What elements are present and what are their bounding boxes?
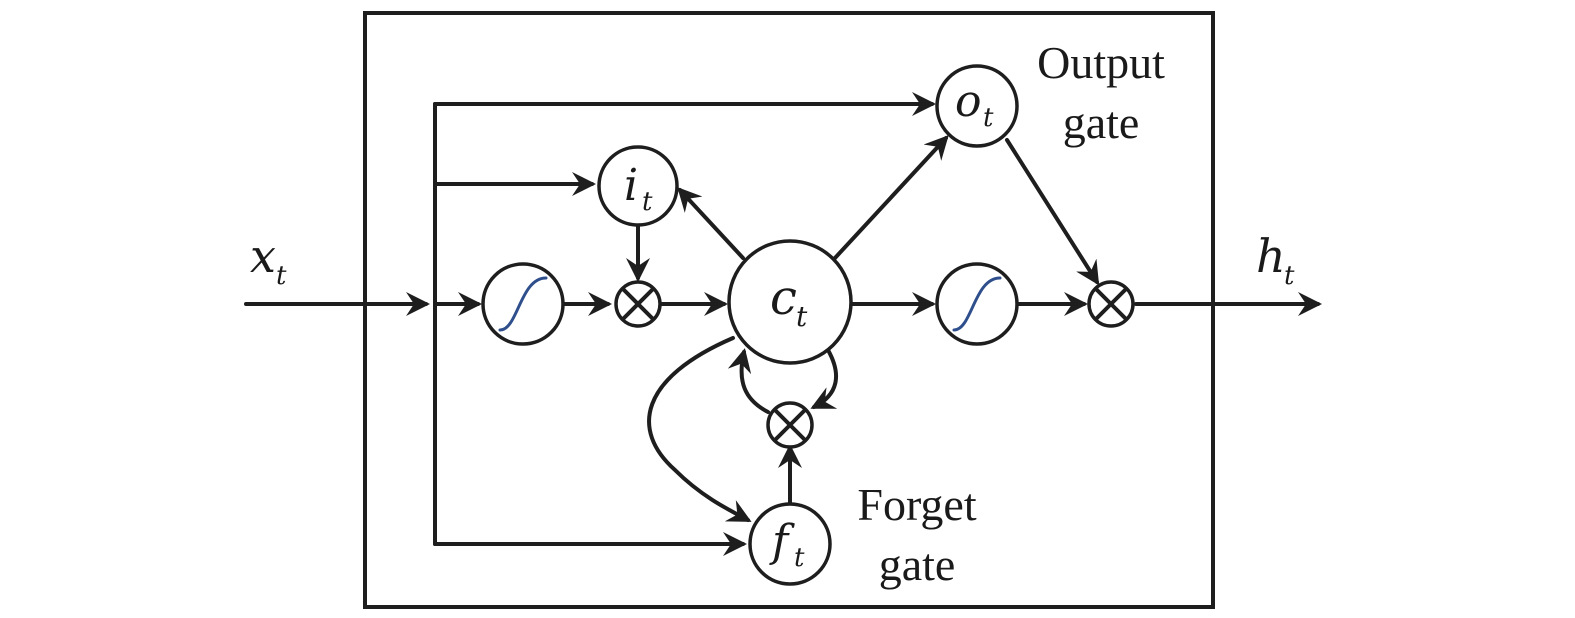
- forget-gate-node: f t: [748, 502, 832, 586]
- cell-state-subscript: t: [796, 300, 808, 333]
- cell-to-output-gate-arrow: [833, 135, 949, 260]
- sigmoid-curve-icon: [498, 276, 548, 332]
- output-gate-subscript: t: [983, 103, 994, 133]
- forget-multiply-to-cell-arrow: [727, 348, 770, 414]
- forget-gate-subscript: t: [794, 543, 805, 573]
- output-gate-label-line1: Output: [1037, 37, 1165, 88]
- input-symbol: x: [250, 229, 276, 283]
- cell-to-forget-gate-arrow: [647, 336, 752, 522]
- cell-to-input-gate-arrow: [677, 187, 745, 260]
- output-symbol: h: [1256, 229, 1286, 283]
- output-tanh-activation-node: [935, 262, 1019, 346]
- output-gate-to-multiply-arrow: [1005, 138, 1100, 286]
- output-label: h t: [1256, 229, 1295, 291]
- output-gate-node: o t: [935, 64, 1019, 148]
- input-gate-symbol: i: [624, 160, 638, 211]
- multiply-icon: [621, 287, 655, 321]
- cell-to-forget-multiply-arrow: [810, 348, 838, 409]
- multiply-icon: [1094, 287, 1128, 321]
- cell-state-symbol: c: [770, 270, 797, 326]
- input-label: x t: [250, 229, 287, 291]
- input-gate-subscript: t: [642, 187, 653, 217]
- cell-state-node: c t: [727, 239, 853, 365]
- sigmoid-curve-icon: [952, 276, 1002, 332]
- forget-gate-label-line1: Forget: [857, 479, 976, 530]
- output-gate-symbol: o: [955, 76, 982, 127]
- output-multiply-node: [1087, 280, 1135, 328]
- input-multiply-node: [614, 280, 662, 328]
- output-gate-label-line2: gate: [1063, 97, 1140, 148]
- forget-gate-label-line2: gate: [879, 539, 956, 590]
- input-subscript: t: [276, 261, 287, 291]
- forget-multiply-node: [766, 401, 814, 449]
- input-gate-node: i t: [597, 145, 679, 227]
- lstm-cell-boundary: [363, 11, 1215, 609]
- multiply-icon: [773, 408, 807, 442]
- output-subscript: t: [1284, 261, 1295, 291]
- tanh-activation-node: [481, 262, 565, 346]
